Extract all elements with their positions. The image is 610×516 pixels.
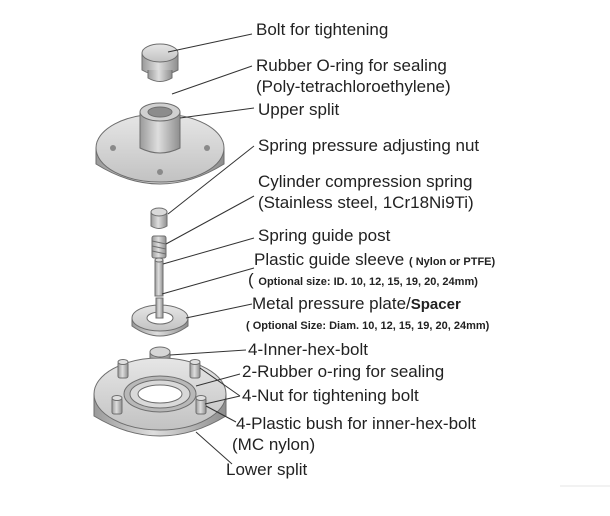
label-pressure-plate-sizes: ( Optional Size: Diam. 10, 12, 15, 19, 2… <box>246 320 490 332</box>
label-oring-bottom: 2-Rubber o-ring for sealing <box>242 362 445 381</box>
label-guide-post: Spring guide post <box>258 226 391 245</box>
adjusting-nut-part <box>150 207 168 229</box>
label-upper-split: Upper split <box>258 100 340 119</box>
label-oring-top: Rubber O-ring for sealing <box>256 56 447 75</box>
label-nut: 4-Nut for tightening bolt <box>242 386 419 405</box>
label-guide-sleeve-sizes-text: Optional size: ID. 10, 12, 15, 19, 20, 2… <box>258 276 478 288</box>
guide-post-part <box>154 257 164 297</box>
label-lower-split: Lower split <box>226 460 308 479</box>
label-bush-material: (MC nylon) <box>232 435 316 454</box>
upper-split-part <box>95 102 225 185</box>
label-oring-top-material: (Poly-tetrachloroethylene) <box>256 77 451 96</box>
label-pressure-plate: Metal pressure plate/Spacer <box>252 294 461 315</box>
label-guide-sleeve-sizes: ( Optional size: ID. 10, 12, 15, 19, 20,… <box>248 270 478 292</box>
lower-split-part <box>93 357 227 437</box>
leader-lines <box>161 33 255 465</box>
label-bush: 4-Plastic bush for inner-hex-bolt <box>236 414 477 433</box>
label-guide-sleeve-text: Plastic guide sleeve <box>254 250 405 269</box>
label-adjusting-nut: Spring pressure adjusting nut <box>258 136 480 155</box>
spring-part <box>151 235 167 259</box>
label-spring: Cylinder compression spring <box>258 172 473 191</box>
label-spring-material: (Stainless steel, 1Cr18Ni9Ti) <box>258 193 474 212</box>
label-bolt: Bolt for tightening <box>256 20 389 39</box>
label-spacer: Spacer <box>410 296 461 313</box>
label-hex-bolt: 4-Inner-hex-bolt <box>248 340 369 359</box>
label-guide-sleeve-material: ( Nylon or PTFE) <box>409 256 496 268</box>
label-guide-sleeve-paren: ( <box>248 270 254 289</box>
label-pressure-plate-text: Metal pressure plate/ <box>252 294 411 313</box>
bolt-part <box>141 43 179 82</box>
label-guide-sleeve: Plastic guide sleeve ( Nylon or PTFE) <box>254 250 495 272</box>
pressure-plate-part <box>131 297 189 337</box>
